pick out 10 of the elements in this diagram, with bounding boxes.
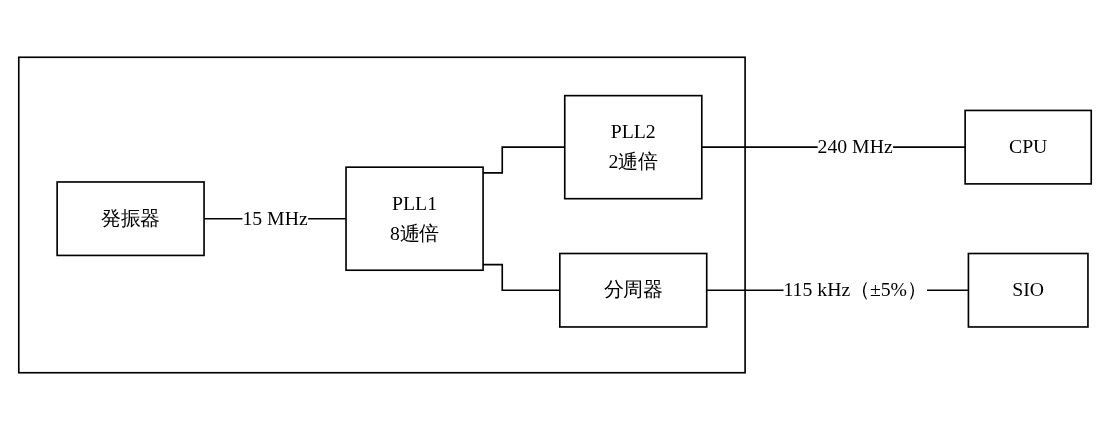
edge-label: 240 MHz bbox=[817, 135, 893, 158]
edge-label: 115 kHz（±5%） bbox=[783, 278, 927, 301]
node-box: SIO bbox=[967, 252, 1089, 328]
node-box: PLL2 2逓倍 bbox=[563, 94, 703, 200]
node-box: CPU bbox=[964, 109, 1093, 185]
cluster bbox=[17, 56, 746, 374]
node-box: 分周器 bbox=[559, 252, 708, 328]
node-box: 発振器 bbox=[56, 181, 205, 257]
edge-label: 15 MHz bbox=[242, 207, 308, 230]
node-box: PLL1 8逓倍 bbox=[345, 166, 484, 272]
